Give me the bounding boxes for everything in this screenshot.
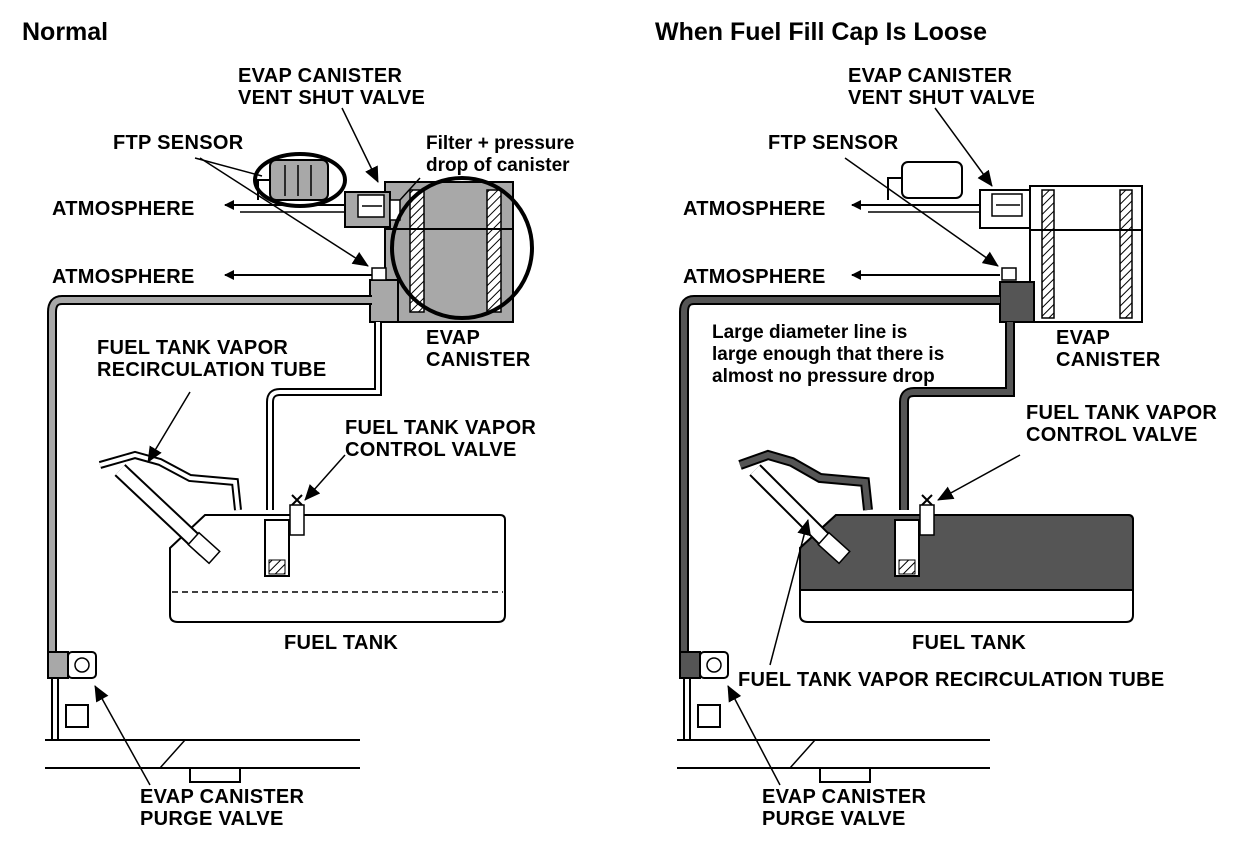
filter-pressure-note: Filter + pressure drop of canister bbox=[426, 133, 575, 176]
recirc-tube-label: FUEL TANK VAPOR RECIRCULATION TUBE bbox=[738, 669, 1165, 691]
ftp-sensor-label: FTP SENSOR bbox=[113, 132, 244, 154]
atmosphere-lower-label: ATMOSPHERE bbox=[52, 266, 195, 288]
control-valve-label: FUEL TANK VAPOR CONTROL VALVE bbox=[1026, 402, 1218, 446]
atmosphere-lower-label: ATMOSPHERE bbox=[683, 266, 826, 288]
evap-canister-normal bbox=[369, 181, 514, 323]
purge-valve-label: EVAP CANISTER PURGE VALVE bbox=[140, 786, 305, 830]
purge-valve-normal bbox=[45, 651, 360, 783]
atmosphere-upper-label: ATMOSPHERE bbox=[52, 198, 195, 220]
vent-shut-valve-normal bbox=[344, 191, 401, 228]
normal-panel-graphics bbox=[45, 107, 534, 786]
evap-canister-loose bbox=[999, 185, 1143, 323]
fuel-tank-loose bbox=[799, 494, 1134, 623]
canister-highlight-circle bbox=[390, 176, 534, 320]
vent-shut-valve-label: EVAP CANISTER VENT SHUT VALVE bbox=[238, 65, 426, 109]
vent-shut-valve-label: EVAP CANISTER VENT SHUT VALVE bbox=[848, 65, 1036, 109]
ftp-sensor-label: FTP SENSOR bbox=[768, 132, 899, 154]
evap-canister-label: EVAP CANISTER bbox=[426, 327, 531, 371]
loose-panel-graphics bbox=[677, 107, 1143, 786]
fuel-tank-label: FUEL TANK bbox=[284, 632, 399, 654]
evap-canister-label: EVAP CANISTER bbox=[1056, 327, 1161, 371]
fuel-tank-normal bbox=[169, 494, 506, 623]
ftp-sensor-loose bbox=[887, 161, 963, 200]
recirc-tube-label: FUEL TANK VAPOR RECIRCULATION TUBE bbox=[97, 337, 327, 381]
large-diameter-line-note: Large diameter line is large enough that… bbox=[712, 322, 945, 387]
loose-panel-title: When Fuel Fill Cap Is Loose bbox=[655, 18, 987, 46]
normal-panel-title: Normal bbox=[22, 18, 109, 46]
fuel-tank-label: FUEL TANK bbox=[912, 632, 1027, 654]
recirc-tube-normal bbox=[98, 450, 242, 565]
vent-shut-valve-loose bbox=[979, 189, 1031, 229]
purge-valve-loose bbox=[677, 651, 990, 783]
purge-valve-label: EVAP CANISTER PURGE VALVE bbox=[762, 786, 927, 830]
ftp-sensor-normal bbox=[253, 152, 347, 208]
recirc-tube-loose bbox=[738, 449, 873, 565]
control-valve-label: FUEL TANK VAPOR CONTROL VALVE bbox=[345, 417, 537, 461]
atmosphere-upper-label: ATMOSPHERE bbox=[683, 198, 826, 220]
